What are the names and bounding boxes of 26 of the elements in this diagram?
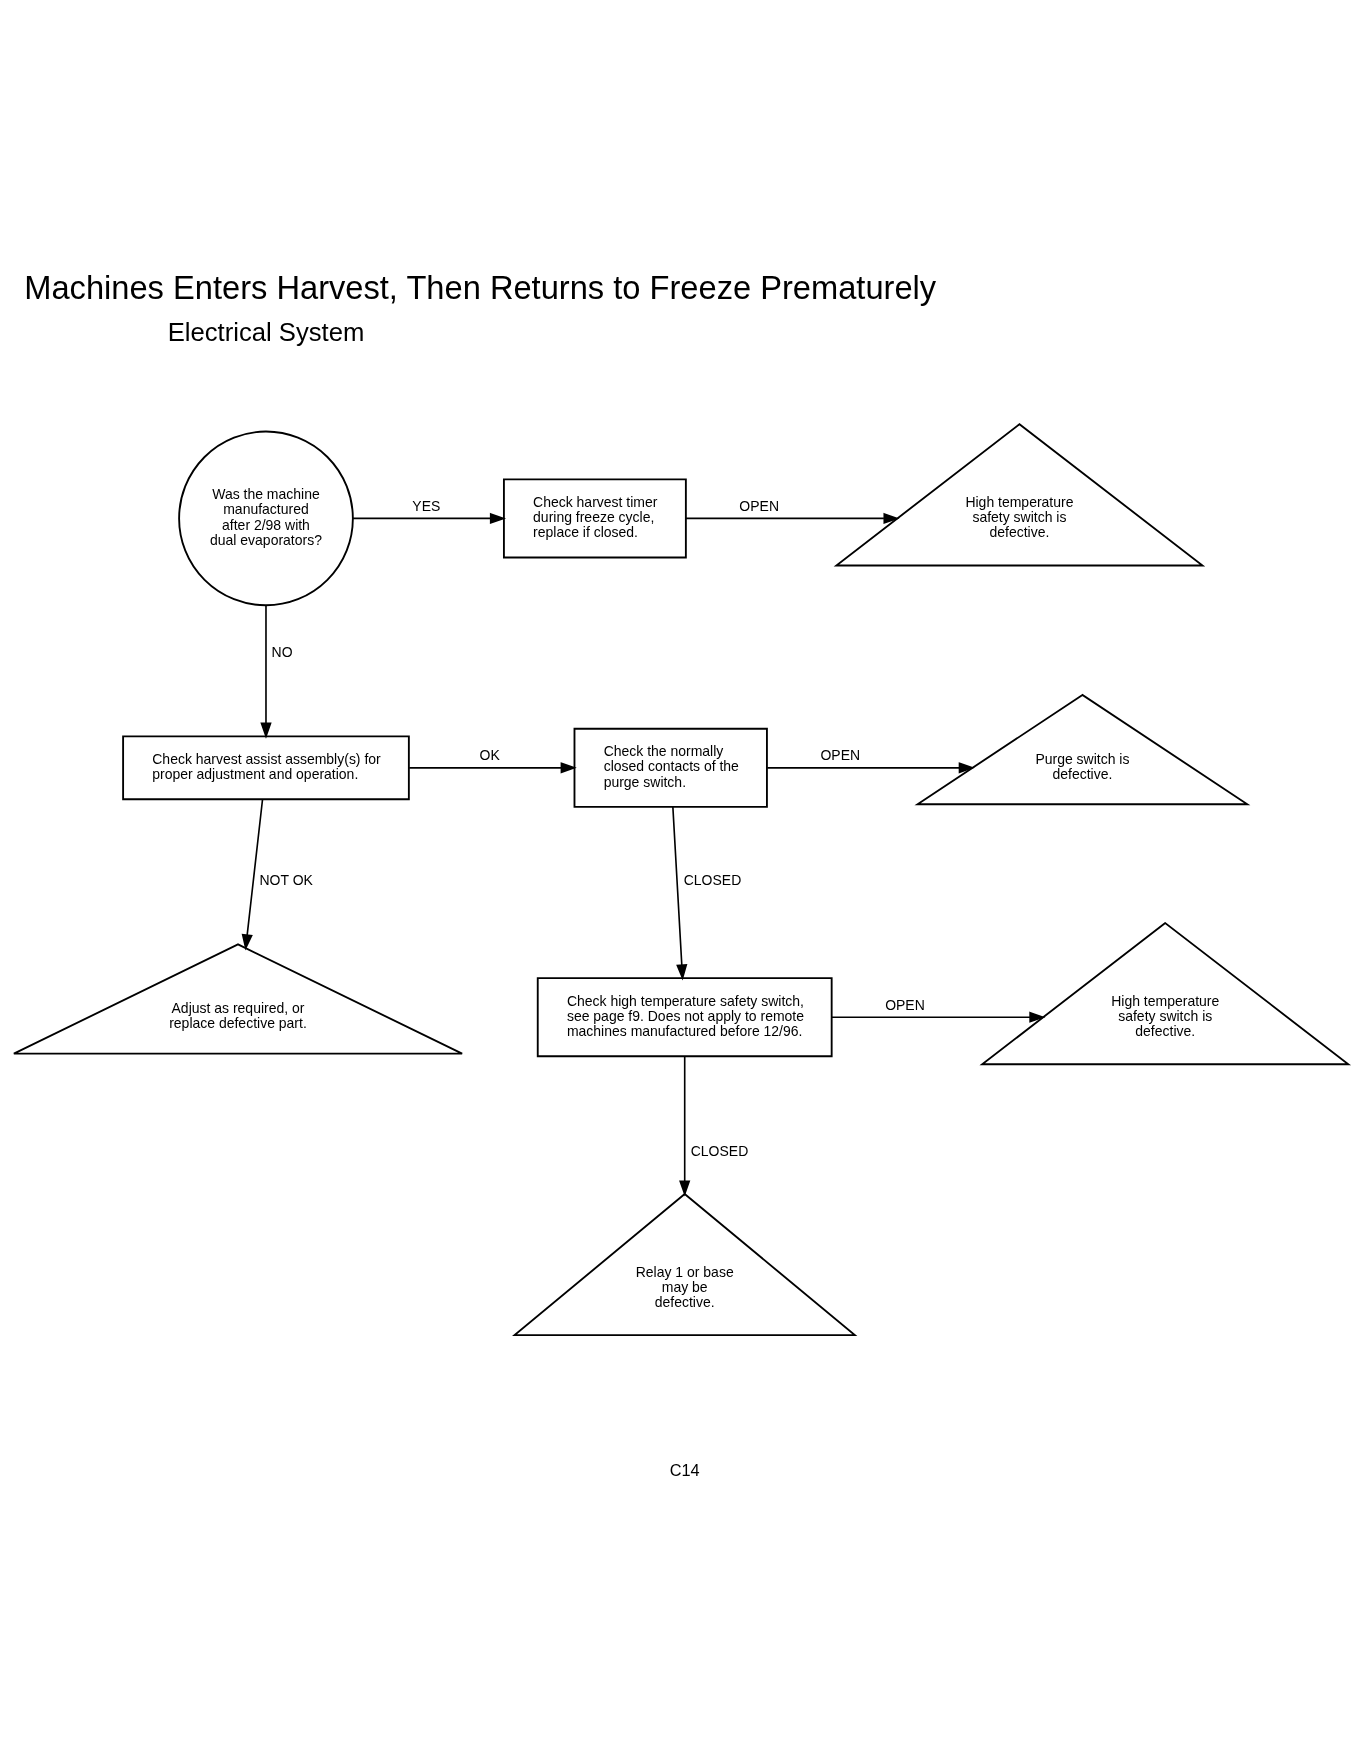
- edge-label: OK: [479, 747, 500, 764]
- label: C14: [669, 1461, 700, 1480]
- arrow: [678, 1056, 690, 1197]
- arrow: [259, 604, 272, 739]
- arrow: [684, 512, 900, 525]
- edge-label: OPEN: [884, 996, 925, 1013]
- arrow: [407, 762, 577, 774]
- arrow: [830, 1011, 1045, 1023]
- edge-label: CLOSED: [683, 872, 741, 889]
- edge-label: YES: [411, 497, 440, 514]
- edge-label: OPEN: [819, 747, 860, 764]
- node-box: Check high temperature safety switch, see page f9. Does not apply to remote machines manufactured before 12/96.: [536, 977, 833, 1058]
- edge-label: OPEN: [738, 497, 779, 514]
- arrow: [671, 806, 687, 981]
- arrow: [765, 762, 975, 774]
- diagram-title: Machines Enters Harvest, Then Returns to Freeze Prematurely: [23, 268, 936, 306]
- arrow: [351, 512, 506, 525]
- node-circle: Was the machine manufactured after 2/98 with dual evaporators?: [177, 430, 354, 607]
- arrow: [241, 798, 263, 951]
- node-box: Check harvest assist assembly(s) for proper adjustment and operation.: [121, 735, 410, 801]
- node-box: Check harvest timer during freeze cycle, replace if closed.: [502, 478, 687, 559]
- label: Electrical System: [167, 318, 364, 347]
- node-box: Check the normally closed contacts of the purge switch.: [573, 727, 768, 808]
- edge-label: NOT OK: [259, 872, 313, 889]
- edge-label: CLOSED: [690, 1143, 748, 1160]
- edge-label: NO: [271, 644, 293, 661]
